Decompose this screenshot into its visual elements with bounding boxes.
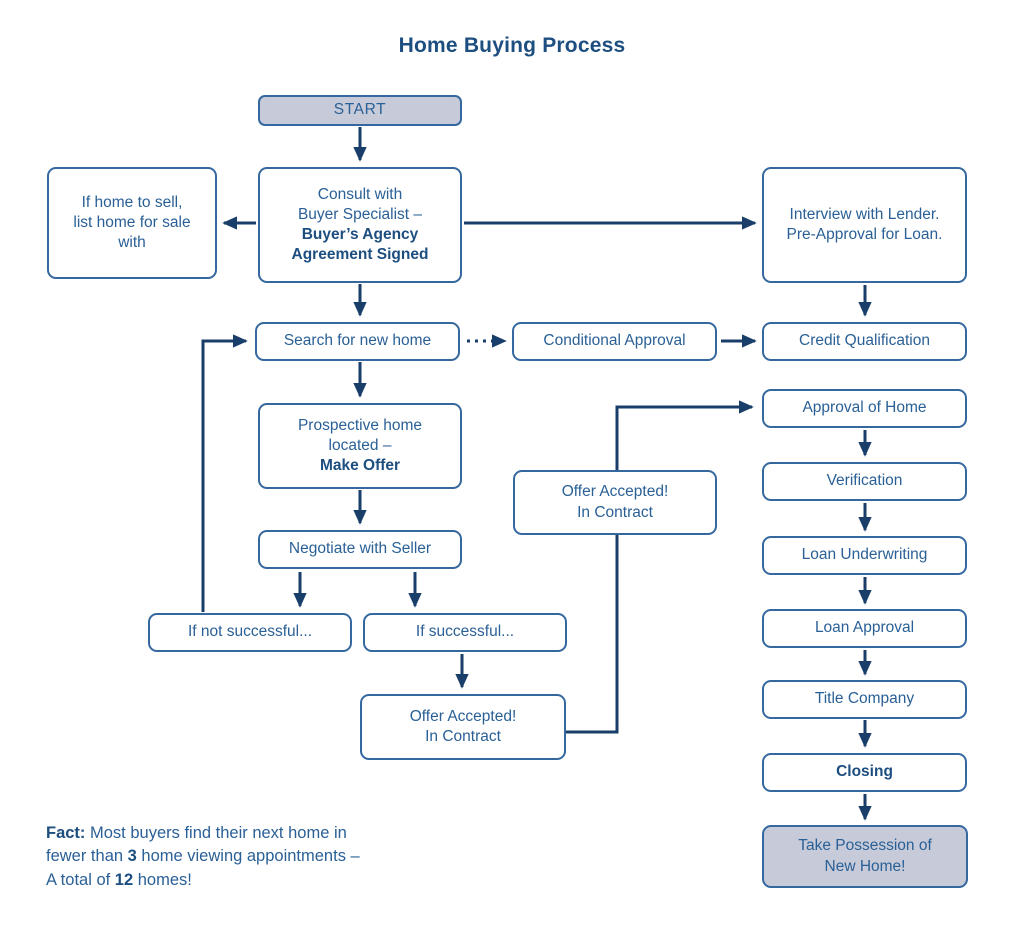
node-label-line: Consult with	[317, 185, 403, 203]
node-closing: Closing	[762, 753, 967, 792]
node-label: If not successful...	[187, 623, 313, 641]
node-if-not-successful: If not successful...	[148, 613, 352, 652]
node-credit-qualification: Credit Qualification	[762, 322, 967, 361]
node-label: If successful...	[415, 623, 515, 641]
node-label: Closing	[836, 763, 893, 781]
node-prospective-home-make-offer: Prospective home located – Make Offer	[258, 403, 462, 489]
node-label: START	[333, 101, 387, 119]
node-search-for-new-home: Search for new home	[255, 322, 460, 361]
node-offer-accepted-in-contract: Offer Accepted! In Contract	[360, 694, 566, 760]
node-label: Title Company	[814, 690, 915, 708]
node-start: START	[258, 95, 462, 126]
node-verification: Verification	[762, 462, 967, 501]
page-title: Home Buying Process	[398, 34, 626, 57]
node-loan-underwriting: Loan Underwriting	[762, 536, 967, 575]
node-title-company: Title Company	[762, 680, 967, 719]
fact-number: 12	[114, 870, 134, 889]
node-approval-of-home: Approval of Home	[762, 389, 967, 428]
node-label-line: Offer Accepted!	[409, 707, 517, 725]
node-interview-with-lender: Interview with Lender. Pre-Approval for …	[762, 167, 967, 283]
node-offer-accepted-in-contract-branch: Offer Accepted! In Contract	[513, 470, 717, 535]
node-label: Verification	[826, 472, 903, 490]
node-consult-buyer-specialist: Consult with Buyer Specialist – Buyer’s …	[258, 167, 462, 283]
fact-prefix: Fact:	[46, 824, 86, 842]
node-label-line: Buyer Specialist –	[297, 205, 423, 223]
node-label-line: If home to sell,	[81, 193, 183, 211]
node-label-line: Buyer’s Agency	[301, 226, 419, 243]
node-conditional-approval: Conditional Approval	[512, 322, 717, 361]
node-label: Approval of Home	[802, 399, 927, 417]
node-label-line: list home for sale	[73, 213, 191, 231]
fact-text: A total of	[46, 870, 115, 889]
fact-text: Most buyers find their next home in	[85, 824, 347, 842]
node-list-home-for-sale: If home to sell, list home for sale with	[47, 167, 217, 279]
node-label: Loan Approval	[814, 619, 915, 637]
node-label-line: Prospective home	[297, 416, 423, 434]
fact-text: fewer than	[46, 847, 128, 866]
node-label-line: Interview with Lender.	[789, 205, 940, 223]
node-label-line: Pre-Approval for Loan.	[786, 226, 943, 243]
node-label-line: Make Offer	[319, 457, 401, 475]
node-label-line: Take Possession of	[798, 837, 932, 855]
node-label: Conditional Approval	[543, 332, 686, 350]
fact-number: 3	[127, 847, 137, 866]
node-label-line: New Home!	[824, 857, 906, 875]
fact-text: homes!	[133, 870, 192, 889]
node-label-line: with	[118, 234, 146, 252]
node-label: Search for new home	[283, 332, 432, 350]
fact-note: Fact: Most buyers find their next home i…	[46, 822, 416, 892]
node-label-line: In Contract	[425, 728, 501, 745]
node-negotiate-with-seller: Negotiate with Seller	[258, 530, 462, 569]
node-label: Credit Qualification	[799, 332, 930, 350]
node-take-possession-of-new-home: Take Possession of New Home!	[762, 825, 968, 888]
node-label-line: Offer Accepted!	[561, 483, 669, 501]
node-label: Loan Underwriting	[801, 546, 928, 564]
node-label-line: located –	[328, 436, 392, 454]
fact-text: home viewing appointments –	[136, 847, 360, 866]
node-label: Negotiate with Seller	[288, 540, 432, 558]
node-loan-approval: Loan Approval	[762, 609, 967, 648]
node-if-successful: If successful...	[363, 613, 567, 652]
node-label-line: Agreement Signed	[291, 246, 429, 264]
node-label-line: In Contract	[577, 503, 653, 521]
